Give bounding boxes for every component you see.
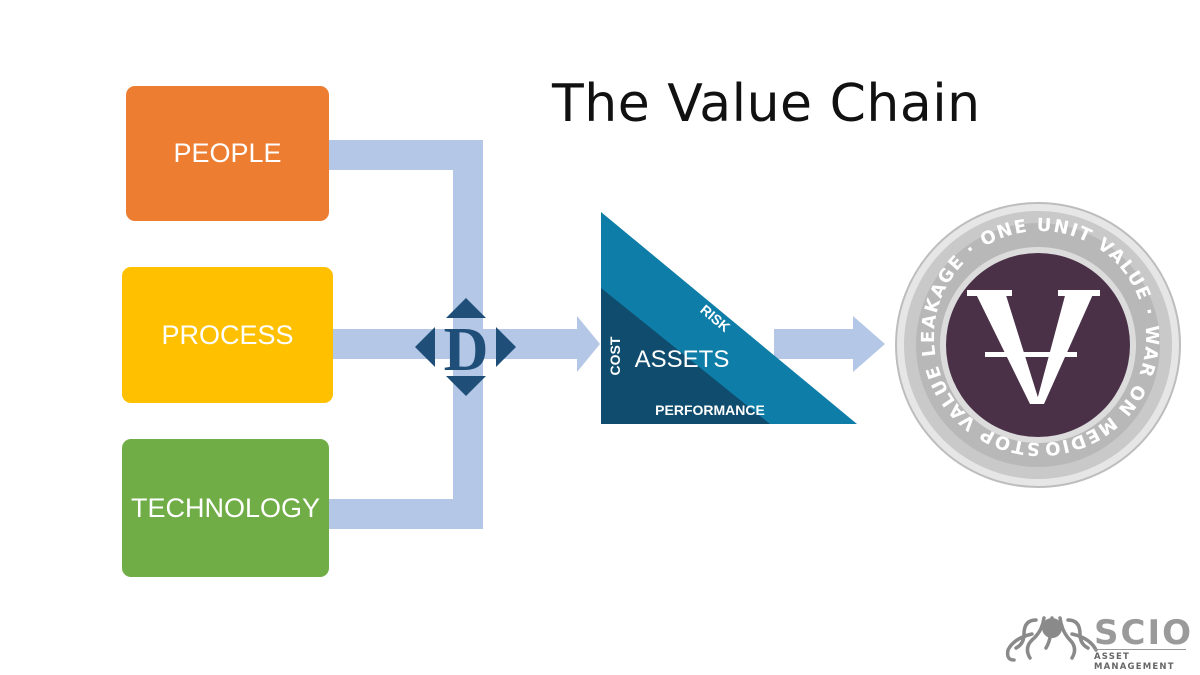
people-label: PEOPLE: [173, 138, 282, 168]
assets-triangle: ASSETS COST RISK PERFORMANCE: [601, 212, 857, 424]
process-label: PROCESS: [161, 319, 294, 350]
triangle-left-label: COST: [607, 336, 623, 375]
scio-logo-name: SCIO: [1094, 613, 1193, 653]
logo-divider: [1094, 649, 1186, 650]
decision-node: D: [415, 298, 516, 396]
octopus-icon: [1005, 616, 1098, 662]
diamond-bottom: [446, 376, 486, 396]
value-coin: STOP VALUE LEAKAGE · ONE UNIT VALUE · WA…: [895, 202, 1181, 488]
connector-process: [333, 329, 585, 359]
process-box: PROCESS: [122, 267, 333, 403]
technology-label: TECHNOLOGY: [130, 492, 321, 523]
triangle-inner: [601, 288, 770, 424]
arrow-to-triangle: [577, 316, 600, 372]
diamond-right: [496, 327, 516, 367]
triangle-center-label: ASSETS: [635, 346, 730, 373]
scio-logo-tagline: ASSET MANAGEMENT: [1094, 652, 1175, 672]
diamond-top: [446, 298, 486, 318]
technology-box: TECHNOLOGY: [122, 439, 329, 577]
triangle-bottom-label: PERFORMANCE: [655, 402, 765, 418]
diagram-title: The Value Chain: [552, 74, 981, 134]
people-box: PEOPLE: [126, 86, 329, 221]
arrow-to-coin-head: [853, 316, 885, 372]
diamond-left: [415, 327, 435, 367]
decision-letter: D: [444, 316, 489, 384]
connector-lines: [329, 140, 885, 529]
connector-to-coin: [774, 329, 856, 359]
coin-v-icon: [967, 290, 1100, 404]
